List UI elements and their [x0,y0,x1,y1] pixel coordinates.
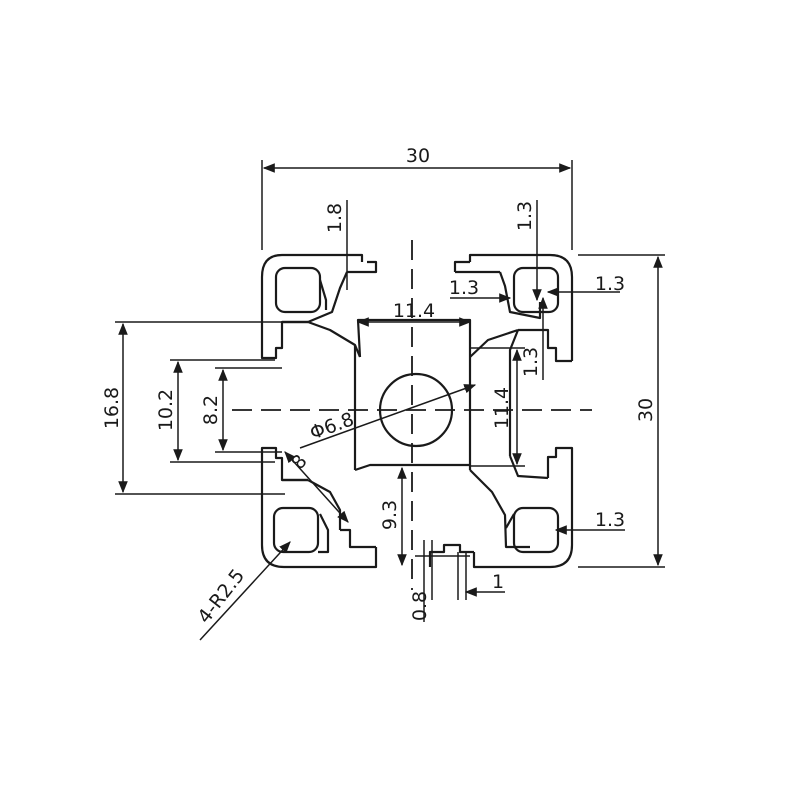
outline-bottom-lip [340,528,474,567]
dim-radius-leader [199,541,291,641]
outline-top-right-lip [453,260,500,274]
web-tl-inner [318,279,328,310]
label-1-8: 1.8 [324,203,346,233]
outline-left-top [260,253,308,360]
corner-cavity-br [512,506,560,554]
label-height-30: 30 [635,398,657,422]
bottom-slot-left [354,463,470,472]
corner-cavity-tr [512,266,560,314]
label-1-3-top: 1.3 [514,201,536,231]
right-slot-inner [508,329,520,456]
label-1-3-right: 1.3 [595,273,625,295]
label-1: 1 [492,571,504,593]
label-10-2: 10.2 [155,389,177,431]
label-core-height: 11.4 [491,387,513,429]
outline-left-bottom [260,446,378,569]
label-9-3: 9.3 [379,500,401,530]
label-core-width: 11.4 [393,300,435,322]
top-slot-bottom-left [307,320,362,358]
label-web-8: 8 [287,450,312,473]
label-8-2: 8.2 [200,395,222,425]
right-slot-inner-bottom [508,455,549,480]
label-16-8: 16.8 [101,387,123,429]
corner-cavity-bl [272,506,320,554]
outline-top-left [282,253,364,262]
label-width-30: 30 [406,145,430,167]
web-bl-inner [318,513,330,554]
outline-top-right [468,253,574,361]
top-slot-left-wall [307,271,349,324]
corner-cavity-tl [274,266,322,314]
label-1-3-left: 1.3 [449,277,479,299]
label-1-3-vertical: 1.3 [520,347,542,377]
outline-bottom-right [472,446,574,569]
top-slot-bottom-right [469,328,519,358]
web-br-inner [505,513,515,529]
outline-top-left-lip [347,260,378,274]
top-slot-floor [356,318,472,358]
label-1-3-br: 1.3 [595,509,625,531]
label-0-8: 0.8 [409,591,431,621]
dim-web-8 [284,451,349,523]
label-bore-diameter: Φ6.8 [307,408,357,444]
dim-bore-leader [299,384,477,449]
